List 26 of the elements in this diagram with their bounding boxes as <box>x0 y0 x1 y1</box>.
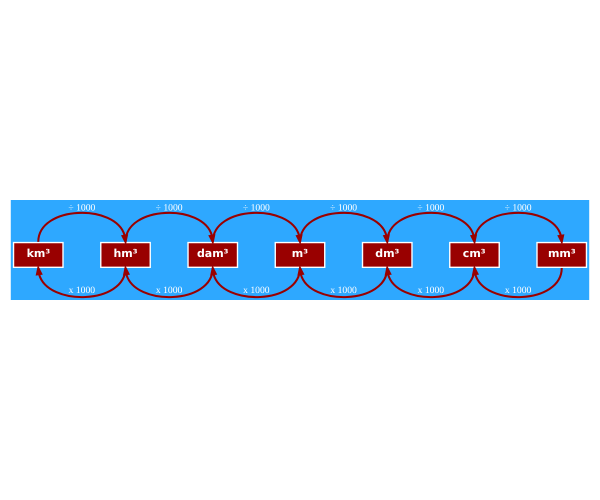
edge-label: ÷ 1000 <box>417 202 444 214</box>
arrow <box>210 264 302 298</box>
node-box: m³ <box>274 242 326 268</box>
arrow <box>122 264 214 298</box>
arrow <box>36 264 127 298</box>
edge-label: ÷ 1000 <box>156 202 183 214</box>
edge-label: ÷ 1000 <box>504 202 532 214</box>
node-box: cm³ <box>449 242 500 268</box>
node-box: dam³ <box>187 242 238 268</box>
arrow <box>384 264 476 298</box>
edge-label: ÷ 1000 <box>330 202 358 214</box>
node-box: km³ <box>12 242 64 268</box>
edge-label: x 1000 <box>156 284 182 296</box>
arrow <box>473 212 564 245</box>
edge-label: x 1000 <box>68 284 96 296</box>
edge-label: x 1000 <box>418 284 444 296</box>
edge-label: ÷ 1000 <box>68 202 96 214</box>
edge-label: x 1000 <box>504 284 532 296</box>
arrow <box>297 264 388 298</box>
node-box: hm³ <box>100 242 151 268</box>
edge-label: ÷ 1000 <box>242 202 270 214</box>
edge-label: x 1000 <box>243 284 270 296</box>
arrow <box>472 264 563 298</box>
edge-label: x 1000 <box>330 284 357 296</box>
node-box: dm³ <box>362 242 413 268</box>
node-box: mm³ <box>536 242 588 268</box>
